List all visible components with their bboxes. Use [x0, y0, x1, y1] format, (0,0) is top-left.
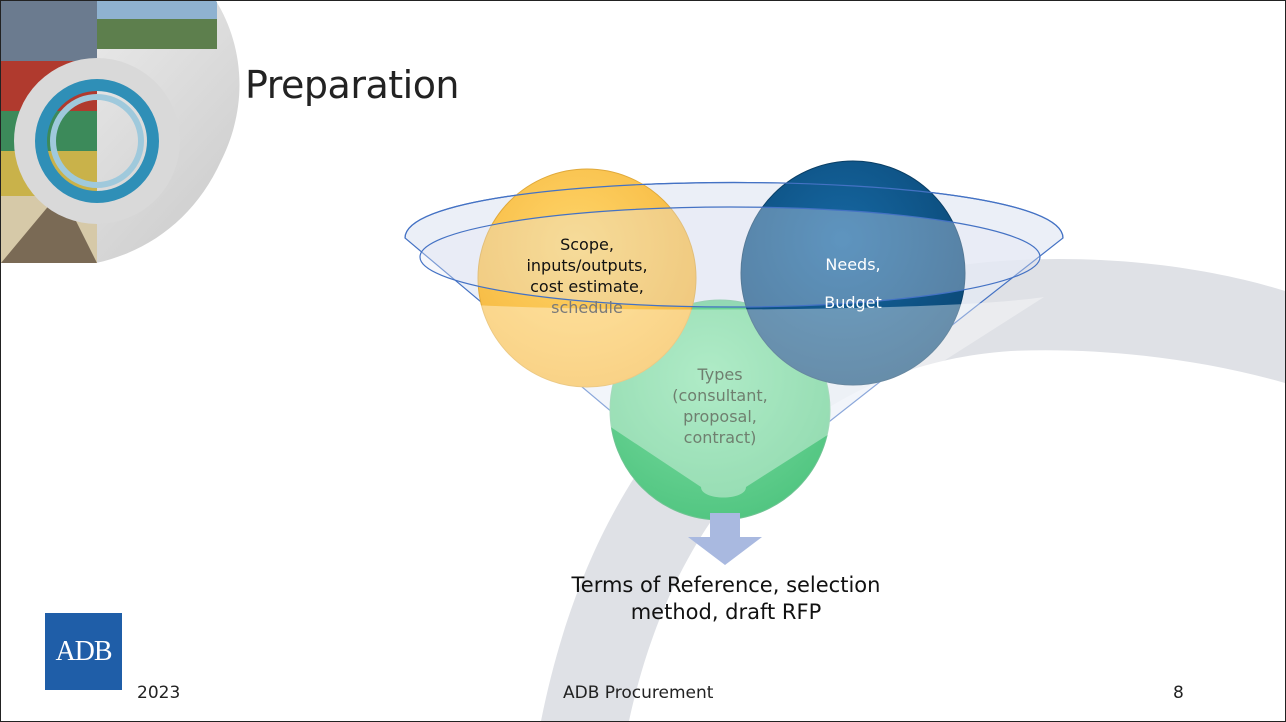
needs-circle: [740, 160, 966, 386]
down-arrow-icon: [688, 513, 762, 565]
funnel-rim: [419, 206, 1041, 308]
scope-circle: [477, 168, 697, 388]
photo-collage-badge: [1, 1, 240, 263]
result-text: Terms of Reference, selection method, dr…: [571, 573, 881, 624]
slide-title: Preparation: [245, 63, 460, 107]
footer-title: ADB Procurement: [563, 683, 714, 703]
needs-label: Needs, Budget: [824, 255, 882, 312]
slide-number: 8: [1173, 683, 1184, 703]
adb-logo: ADB: [45, 613, 122, 690]
funnel-overlay: [421, 297, 1044, 498]
types-label: Types (consultant, proposal, contract): [672, 365, 768, 447]
scope-label: Scope, inputs/outputs, cost estimate, sc…: [526, 235, 648, 317]
footer-year: 2023: [137, 683, 181, 703]
